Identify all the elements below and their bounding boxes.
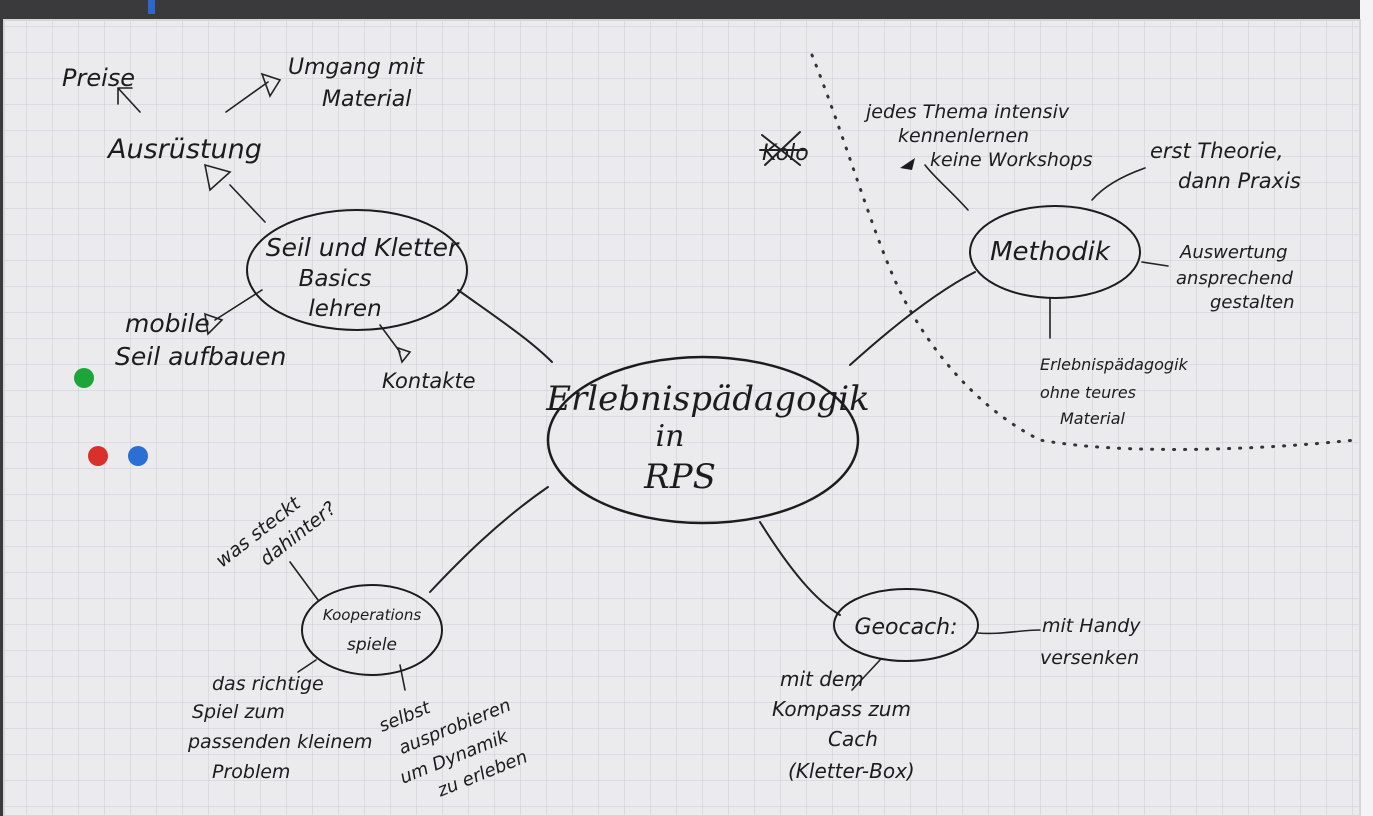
svg-text:Basics: Basics xyxy=(299,266,372,292)
center-line-3: RPS xyxy=(643,457,716,497)
branch-mobile-1: mobile xyxy=(125,309,210,338)
branch-theorie-1: erst Theorie, xyxy=(1150,139,1283,163)
branch-handy-2: versenken xyxy=(1040,647,1139,669)
green-dot xyxy=(74,368,94,388)
node-methodik: Methodik xyxy=(969,205,1141,299)
branch-thema-1: jedes Thema intensiv xyxy=(863,101,1070,123)
branch-umgang-2: Material xyxy=(322,87,411,112)
branch-kompass-3: Cach xyxy=(828,727,878,751)
branch-material-1: Erlebnispädagogik xyxy=(1040,355,1189,374)
branch-kompass-1: mit dem xyxy=(780,667,864,691)
branch-thema-3: keine Workshops xyxy=(930,149,1093,171)
svg-text:Kooperations: Kooperations xyxy=(323,606,421,624)
branch-kompass-4: (Kletter-Box) xyxy=(788,759,915,783)
svg-text:lehren: lehren xyxy=(308,296,381,322)
center-line-1: Erlebnispädagogik xyxy=(545,379,870,419)
svg-text:spiele: spiele xyxy=(347,635,397,655)
paper-sheet xyxy=(3,19,1361,816)
red-dot xyxy=(88,446,108,466)
branch-umgang-1: Umgang mit xyxy=(288,55,425,80)
branch-material-3: Material xyxy=(1060,409,1126,428)
branch-spiel-1: das richtige xyxy=(212,673,324,695)
dotted-boundary-line xyxy=(810,53,1357,451)
right-edge-sheet xyxy=(1360,0,1373,816)
node-geocach: Geocach: xyxy=(833,588,979,662)
blue-dot xyxy=(128,446,148,466)
connectors xyxy=(117,72,1169,691)
node-kooperationsspiele: Kooperations spiele xyxy=(301,584,443,676)
branch-auswertung-1: Auswertung xyxy=(1179,242,1288,263)
node-seil-kletter: Seil und Kletter Basics lehren xyxy=(246,209,468,331)
branch-material-2: ohne teures xyxy=(1040,383,1136,402)
branch-theorie-2: dann Praxis xyxy=(1178,169,1301,193)
center-node: Erlebnispädagogik in RPS xyxy=(545,355,870,525)
branch-auswertung-2: ansprechend xyxy=(1176,268,1294,289)
branch-mobile-2: Seil aufbauen xyxy=(115,342,286,371)
branch-thema-2: kennenlernen xyxy=(898,125,1029,147)
svg-text:Methodik: Methodik xyxy=(990,237,1111,267)
branch-kontakte: Kontakte xyxy=(382,369,476,393)
branch-kompass-2: Kompass zum xyxy=(772,697,911,721)
branch-spiel-4: Problem xyxy=(212,761,290,783)
crossed-out-word: Kolo xyxy=(759,131,809,166)
svg-text:Seil und Kletter: Seil und Kletter xyxy=(266,233,460,262)
branch-spiel-2: Spiel zum xyxy=(192,701,285,723)
blue-tab-marker xyxy=(148,0,155,14)
svg-text:Geocach:: Geocach: xyxy=(854,615,957,640)
center-line-2: in xyxy=(656,419,685,454)
branch-auswertung-3: gestalten xyxy=(1210,292,1295,313)
branch-ausruestung: Ausrüstung xyxy=(106,134,262,165)
branch-spiel-3: passenden kleinem xyxy=(187,731,373,753)
branch-preise: Preise xyxy=(62,64,135,92)
branch-handy-1: mit Handy xyxy=(1042,615,1141,637)
